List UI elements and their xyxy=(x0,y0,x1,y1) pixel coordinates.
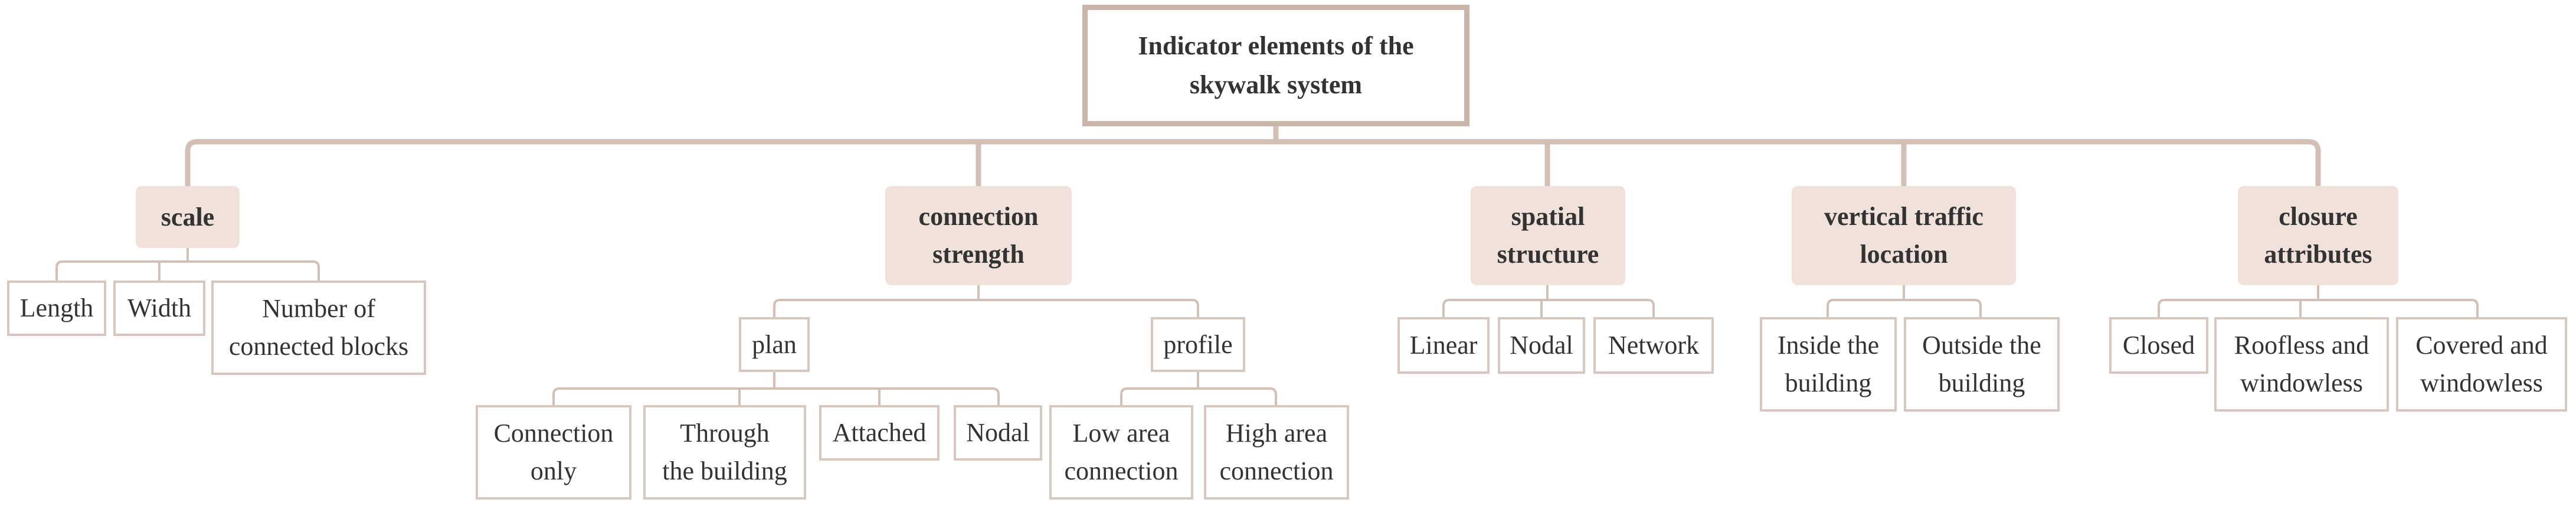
leaf-low-area-connection: Low area connection xyxy=(1049,405,1193,500)
category-label: vertical traffic location xyxy=(1824,202,1983,269)
leaf-closed: Closed xyxy=(2109,317,2208,374)
leaf-label: Inside the building xyxy=(1777,331,1880,397)
leaf-label: Number of connected blocks xyxy=(228,294,409,361)
root-connectors xyxy=(185,123,2321,189)
root-node: Indicator elements of the skywalk system xyxy=(1082,5,1469,126)
leaf-number-of-connected-blocks: Number of connected blocks xyxy=(211,280,426,375)
leaf-length: Length xyxy=(7,280,106,336)
category-label: scale xyxy=(161,202,215,231)
leaf-high-area-connection: High area connection xyxy=(1204,405,1349,500)
category-spatial-structure: spatial structure xyxy=(1471,186,1625,285)
branch-connectors xyxy=(55,247,2479,406)
leaf-network: Network xyxy=(1593,317,1714,374)
category-connection-strength: connection strength xyxy=(885,186,1072,285)
leaf-label: Nodal xyxy=(966,418,1030,447)
leaf-label: Network xyxy=(1608,331,1699,360)
leaf-label: Low area connection xyxy=(1064,419,1179,485)
category-label: connection strength xyxy=(918,202,1039,269)
leaf-nodal-plan: Nodal xyxy=(954,405,1042,461)
category-closure-attributes: closure attributes xyxy=(2238,186,2398,285)
leaf-inside-the-building: Inside the building xyxy=(1760,317,1897,412)
root-label: Indicator elements of the skywalk system xyxy=(1138,31,1414,99)
subcategory-profile: profile xyxy=(1151,317,1245,372)
leaf-width: Width xyxy=(113,280,205,336)
leaf-through-the-building: Through the building xyxy=(643,405,806,500)
subcategory-label: plan xyxy=(752,329,797,359)
subcategory-plan: plan xyxy=(739,317,810,372)
leaf-label: Width xyxy=(127,293,192,322)
leaf-nodal-spatial: Nodal xyxy=(1498,317,1585,374)
leaf-label: Roofless and windowless xyxy=(2234,331,2369,397)
leaf-attached: Attached xyxy=(819,405,940,461)
category-label: closure attributes xyxy=(2264,202,2372,269)
category-vertical-traffic-location: vertical traffic location xyxy=(1792,186,2016,285)
leaf-covered-and-windowless: Covered and windowless xyxy=(2396,317,2567,412)
category-scale: scale xyxy=(136,186,240,248)
leaf-label: Linear xyxy=(1409,331,1478,360)
leaf-label: Nodal xyxy=(1510,331,1573,360)
leaf-label: High area connection xyxy=(1219,419,1334,485)
leaf-label: Connection only xyxy=(493,419,614,485)
category-label: spatial structure xyxy=(1497,202,1599,269)
leaf-roofless-and-windowless: Roofless and windowless xyxy=(2214,317,2389,412)
subcategory-label: profile xyxy=(1163,329,1233,359)
leaf-linear: Linear xyxy=(1397,317,1490,374)
leaf-label: Covered and windowless xyxy=(2415,331,2548,397)
leaf-label: Attached xyxy=(832,418,927,447)
leaf-label: Outside the building xyxy=(1922,331,2041,397)
leaf-outside-the-building: Outside the building xyxy=(1904,317,2060,412)
leaf-label: Closed xyxy=(2122,331,2195,360)
leaf-label: Through the building xyxy=(662,419,787,485)
leaf-connection-only: Connection only xyxy=(476,405,631,500)
leaf-label: Length xyxy=(19,293,94,322)
